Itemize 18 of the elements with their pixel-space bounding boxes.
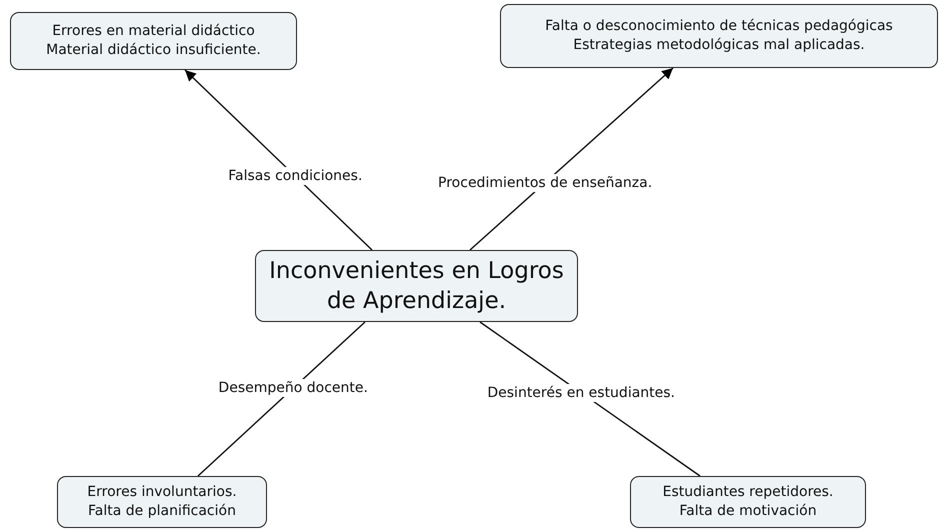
concept-text: Estudiantes repetidores. <box>662 483 834 502</box>
concept-text: Falta o desconocimiento de técnicas pedagógicas <box>545 17 893 36</box>
concept-box <box>57 476 267 528</box>
concept-text: Errores en material didáctico <box>52 22 255 41</box>
concept-box <box>10 12 297 70</box>
concept-box <box>630 476 866 528</box>
connector-line <box>198 321 366 477</box>
concept-text: Falta de motivación <box>679 502 817 521</box>
concept-box <box>500 4 938 68</box>
concept-text: Inconvenientes en Logros de Aprendizaje. <box>268 257 565 316</box>
concept-text: Errores involuntarios. <box>87 483 237 502</box>
connector-line <box>480 321 700 477</box>
concept-text: Material didáctico insuficiente. <box>46 41 261 60</box>
arrow <box>470 67 674 251</box>
concept-text: Estrategias metodológicas mal aplicadas. <box>573 36 865 55</box>
concept-box <box>255 250 578 322</box>
concept-text: Falta de planificación <box>88 502 236 521</box>
arrow <box>184 70 372 250</box>
